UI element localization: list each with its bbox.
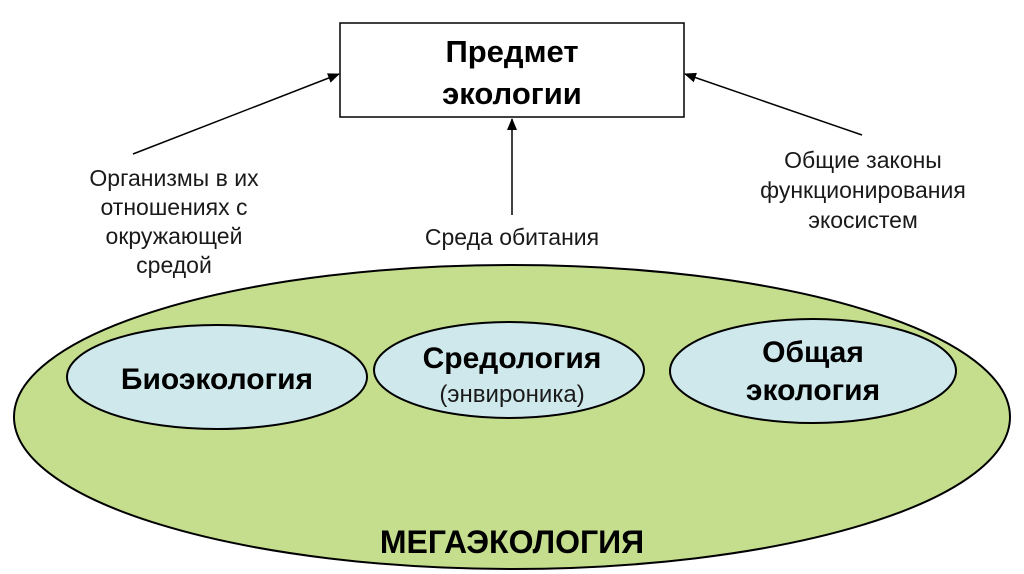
sredology-title: Средология — [423, 342, 602, 375]
laws-label-line3: экосистем — [808, 207, 918, 233]
organisms-label-line2: отношениях с — [101, 194, 248, 220]
general-ecology-line1: Общая — [762, 336, 864, 369]
arrow-organisms — [132, 73, 340, 155]
megaecology-label: МЕГАЭКОЛОГИЯ — [380, 524, 644, 560]
laws-label-line1: Общие законы — [784, 147, 942, 173]
general-ecology-ellipse — [669, 318, 957, 424]
general-ecology-line2: экология — [746, 374, 880, 407]
subject-title-line1: Предмет — [445, 34, 578, 69]
subject-box — [339, 22, 685, 118]
organisms-label-line4: средой — [136, 252, 212, 278]
organisms-label-line3: окружающей — [106, 223, 243, 249]
laws-label-line2: функционирования — [760, 177, 966, 203]
sredology-ellipse — [373, 321, 645, 419]
arrow-laws — [684, 72, 863, 136]
bioecology-label: Биоэкология — [121, 363, 313, 396]
habitat-label: Среда обитания — [425, 224, 599, 250]
sredology-subtitle: (энвироника) — [439, 381, 584, 408]
organisms-label-line1: Организмы в их — [89, 165, 259, 191]
bioecology-ellipse — [66, 324, 368, 430]
subject-title-line2: экологии — [442, 76, 582, 111]
